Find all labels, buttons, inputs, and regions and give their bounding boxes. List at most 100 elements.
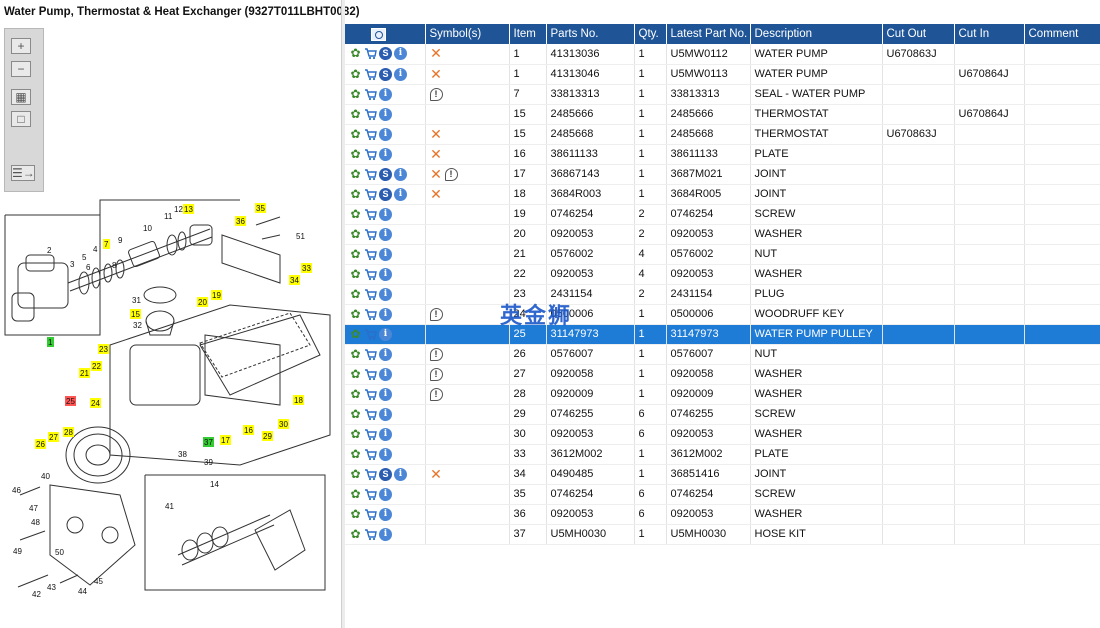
gear-icon[interactable]: ✿ (350, 306, 361, 321)
callout-35[interactable]: 35 (255, 203, 266, 213)
info-icon[interactable]: i (379, 287, 392, 301)
info-icon[interactable]: i (379, 427, 392, 441)
callout-6[interactable]: 6 (86, 263, 91, 272)
callout-27[interactable]: 27 (48, 432, 59, 442)
callout-2[interactable]: 2 (47, 246, 52, 255)
cart-icon[interactable] (364, 508, 377, 521)
callout-48[interactable]: 48 (31, 518, 40, 527)
info-icon[interactable]: i (379, 387, 392, 401)
supersession-icon[interactable]: S (379, 187, 392, 201)
callout-39[interactable]: 39 (204, 458, 213, 467)
info-icon[interactable]: i (394, 47, 407, 61)
cart-icon[interactable] (364, 448, 377, 461)
callout-3[interactable]: 3 (70, 260, 75, 269)
info-icon[interactable]: i (394, 467, 407, 481)
cart-icon[interactable] (364, 468, 377, 481)
callout-19[interactable]: 19 (211, 290, 222, 300)
info-icon[interactable]: i (379, 227, 392, 241)
cart-icon[interactable] (364, 168, 377, 181)
callout-49[interactable]: 49 (13, 547, 22, 556)
callout-10[interactable]: 10 (143, 224, 152, 233)
callout-26[interactable]: 26 (35, 439, 46, 449)
gear-multi-icon[interactable]: ✿ (350, 46, 361, 61)
gear-icon[interactable]: ✿ (350, 346, 361, 361)
column-header-latest-part-no[interactable]: Latest Part No. (666, 24, 751, 44)
info-icon[interactable]: i (379, 507, 392, 521)
info-icon[interactable]: i (379, 147, 392, 161)
callout-34[interactable]: 34 (289, 275, 300, 285)
callout-32[interactable]: 32 (133, 321, 142, 330)
callout-18[interactable]: 18 (293, 395, 304, 405)
info-icon[interactable]: i (394, 167, 407, 181)
column-header-cut-out[interactable]: Cut Out (882, 24, 955, 44)
callout-1[interactable]: 1 (47, 337, 54, 347)
callout-25[interactable]: 25 (65, 396, 76, 406)
note-icon[interactable]: ! (429, 347, 443, 361)
note-icon[interactable]: ! (429, 387, 443, 401)
not-available-icon[interactable]: ✕ (430, 465, 442, 482)
callout-30[interactable]: 30 (278, 419, 289, 429)
info-icon[interactable]: i (379, 367, 392, 381)
callout-37[interactable]: 37 (203, 437, 214, 447)
column-header-symbols[interactable]: Symbol(s) (425, 24, 510, 44)
callout-7[interactable]: 7 (103, 239, 110, 249)
gear-icon[interactable]: ✿ (350, 286, 361, 301)
callout-17[interactable]: 17 (220, 435, 231, 445)
not-available-icon[interactable]: ✕ (430, 45, 442, 62)
info-icon[interactable]: i (379, 347, 392, 361)
gear-icon[interactable]: ✿ (350, 266, 361, 281)
callout-14[interactable]: 14 (210, 480, 219, 489)
info-icon[interactable]: i (394, 67, 407, 81)
cart-icon[interactable] (364, 228, 377, 241)
zoom-out-button[interactable]: − (11, 61, 31, 77)
info-icon[interactable]: i (379, 307, 392, 321)
callout-43[interactable]: 43 (47, 583, 56, 592)
callout-12[interactable]: 12 (174, 205, 183, 214)
cart-icon[interactable] (364, 268, 377, 281)
info-icon[interactable]: i (379, 527, 392, 541)
supersession-icon[interactable]: S (379, 67, 392, 81)
gear-icon[interactable]: ✿ (350, 146, 361, 161)
gear-icon[interactable]: ✿ (350, 406, 361, 421)
callout-42[interactable]: 42 (32, 590, 41, 599)
callout-8[interactable]: 8 (112, 261, 117, 270)
cart-icon[interactable] (364, 108, 377, 121)
supersession-icon[interactable]: S (379, 167, 392, 181)
gear-icon[interactable]: ✿ (350, 86, 361, 101)
callout-40[interactable]: 40 (41, 472, 50, 481)
column-header-parts-no[interactable]: Parts No. (546, 24, 635, 44)
callout-24[interactable]: 24 (90, 398, 101, 408)
note-icon[interactable]: ! (444, 167, 458, 181)
callout-50[interactable]: 50 (55, 548, 64, 557)
gear-multi-icon[interactable]: ✿ (350, 526, 361, 541)
supersession-icon[interactable]: S (379, 47, 392, 61)
cart-icon[interactable] (364, 428, 377, 441)
cart-icon[interactable] (364, 188, 377, 201)
gear-icon[interactable]: ✿ (350, 426, 361, 441)
callout-41[interactable]: 41 (165, 502, 174, 511)
cart-icon[interactable] (364, 488, 377, 501)
note-icon[interactable]: ! (429, 307, 443, 321)
callout-23[interactable]: 23 (98, 344, 109, 354)
cart-icon[interactable] (364, 248, 377, 261)
column-header-description[interactable]: Description (750, 24, 883, 44)
info-icon[interactable]: i (379, 487, 392, 501)
column-header-actions[interactable] (345, 24, 426, 44)
gear-icon[interactable]: ✿ (350, 166, 361, 181)
actual-size-button[interactable]: □ (11, 111, 31, 127)
cart-icon[interactable] (364, 408, 377, 421)
